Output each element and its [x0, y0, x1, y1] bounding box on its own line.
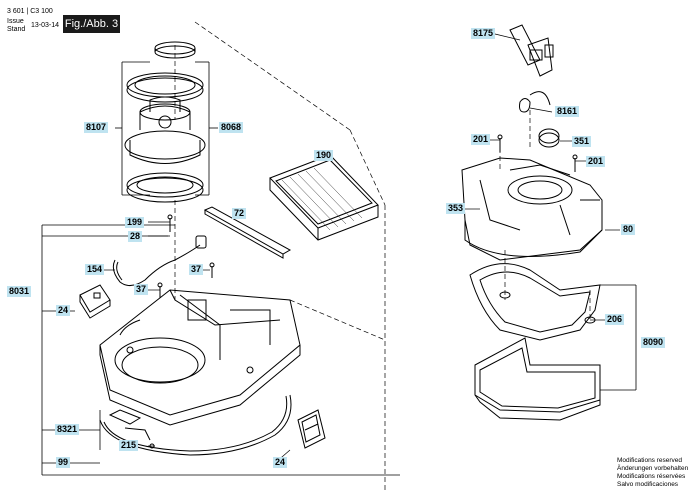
issue-label: Issue: [7, 18, 24, 25]
part-label-37-left[interactable]: 37: [134, 284, 149, 295]
housing-lower-shell: [99, 289, 301, 426]
clip-parts: [108, 409, 155, 449]
part-label-8161[interactable]: 8161: [555, 106, 580, 117]
stand-label: Stand: [7, 26, 26, 33]
electronics-board: [509, 24, 554, 77]
part-label-154[interactable]: 154: [85, 264, 105, 275]
part-label-28[interactable]: 28: [128, 231, 143, 242]
part-label-37-right[interactable]: 37: [189, 264, 204, 275]
lower-motor-ring: [126, 172, 204, 203]
pressure-switch-part: [519, 91, 551, 113]
part-code: 3 601 | C3 100: [7, 8, 53, 15]
part-label-351[interactable]: 351: [572, 136, 592, 147]
part-label-190[interactable]: 190: [314, 150, 334, 161]
part-label-8321[interactable]: 8321: [55, 424, 80, 435]
part-label-8175[interactable]: 8175: [471, 28, 496, 39]
lower-base: [474, 337, 601, 421]
part-label-24-lower[interactable]: 24: [273, 457, 288, 468]
issue-date: 13-03-14: [31, 22, 60, 29]
switch-part: [79, 284, 111, 319]
part-label-99[interactable]: 99: [56, 457, 71, 468]
power-cable: [112, 235, 207, 286]
motor-unit: [124, 96, 206, 164]
switch-cover-part: [297, 409, 326, 449]
assembly-lines: [174, 21, 591, 490]
note-fr: Modifications réservées: [617, 473, 686, 480]
note-es: Salvo modificaciones: [617, 481, 679, 488]
note-en: Modifications reserved: [617, 457, 683, 464]
bracket-8107-8068: [115, 61, 218, 196]
screws: [157, 134, 578, 298]
part-label-199[interactable]: 199: [125, 217, 145, 228]
seal-strip: [203, 206, 292, 259]
top-ring-part: [154, 41, 196, 59]
motor-seal-ring: [126, 72, 204, 103]
filter-cartridge: [269, 154, 379, 241]
part-label-201-upper[interactable]: 201: [471, 134, 491, 145]
part-label-80[interactable]: 80: [621, 224, 636, 235]
leader-lines: [102, 33, 620, 464]
handle-frame: [469, 263, 601, 341]
part-label-8068[interactable]: 8068: [219, 122, 244, 133]
note-de: Änderungen vorbehalten: [617, 465, 689, 472]
part-label-215[interactable]: 215: [119, 440, 139, 451]
part-label-206[interactable]: 206: [605, 314, 625, 325]
part-label-24-upper[interactable]: 24: [56, 305, 71, 316]
part-label-8031[interactable]: 8031: [7, 286, 32, 297]
part-label-201-right[interactable]: 201: [586, 156, 606, 167]
bracket-8031: [41, 224, 400, 476]
part-label-72[interactable]: 72: [232, 208, 247, 219]
part-label-8107[interactable]: 8107: [84, 122, 109, 133]
knob-part: [538, 128, 560, 148]
figure-label: Fig./Abb. 3: [63, 15, 120, 33]
part-label-353[interactable]: 353: [446, 203, 466, 214]
part-label-8090[interactable]: 8090: [641, 337, 666, 348]
bracket-8090: [600, 284, 637, 391]
upper-housing: [461, 157, 603, 261]
